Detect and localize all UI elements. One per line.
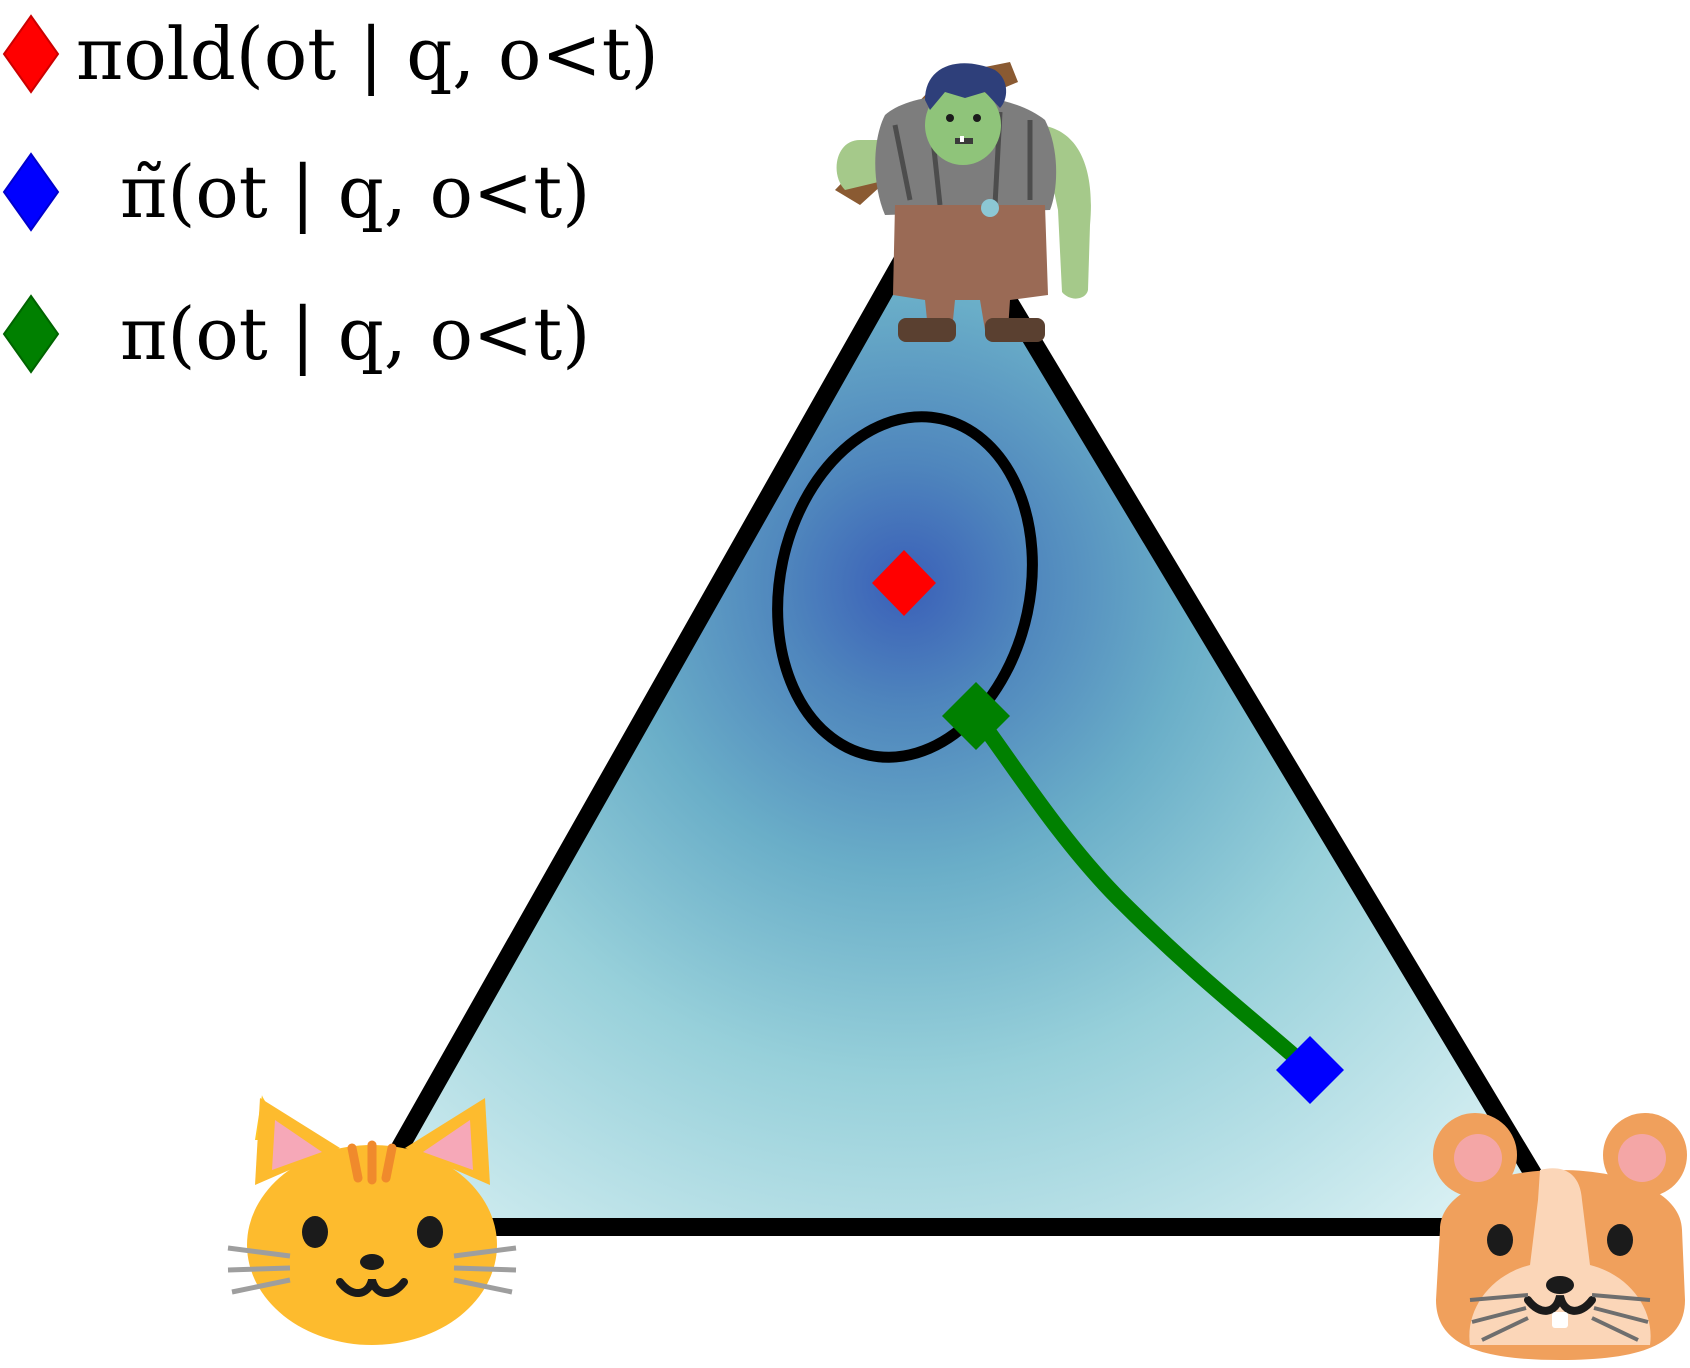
target-policy-marker bbox=[1276, 1036, 1344, 1104]
policy-update-path bbox=[968, 707, 1318, 1078]
legend-label-target-policy: π̃(ot | q, o<t) bbox=[120, 150, 591, 234]
legend-item-old-policy: πold(ot | q, o<t) bbox=[0, 0, 659, 114]
blue-diamond-icon bbox=[2, 152, 60, 232]
hamster-face-icon bbox=[1433, 1113, 1687, 1360]
legend-label-old-policy: πold(ot | q, o<t) bbox=[76, 12, 659, 96]
legend-item-current-policy: π(ot | q, o<t) bbox=[0, 274, 590, 394]
old-policy-marker bbox=[872, 550, 936, 616]
cat-face-icon bbox=[227, 1095, 517, 1345]
trust-region-contour bbox=[772, 411, 1038, 763]
red-diamond-icon bbox=[2, 14, 60, 94]
green-diamond-icon bbox=[2, 294, 60, 374]
legend-label-current-policy: π(ot | q, o<t) bbox=[120, 292, 591, 376]
legend-item-target-policy: π̃(ot | q, o<t) bbox=[0, 132, 590, 252]
current-policy-marker bbox=[942, 682, 1010, 750]
ogre-icon bbox=[835, 62, 1091, 342]
